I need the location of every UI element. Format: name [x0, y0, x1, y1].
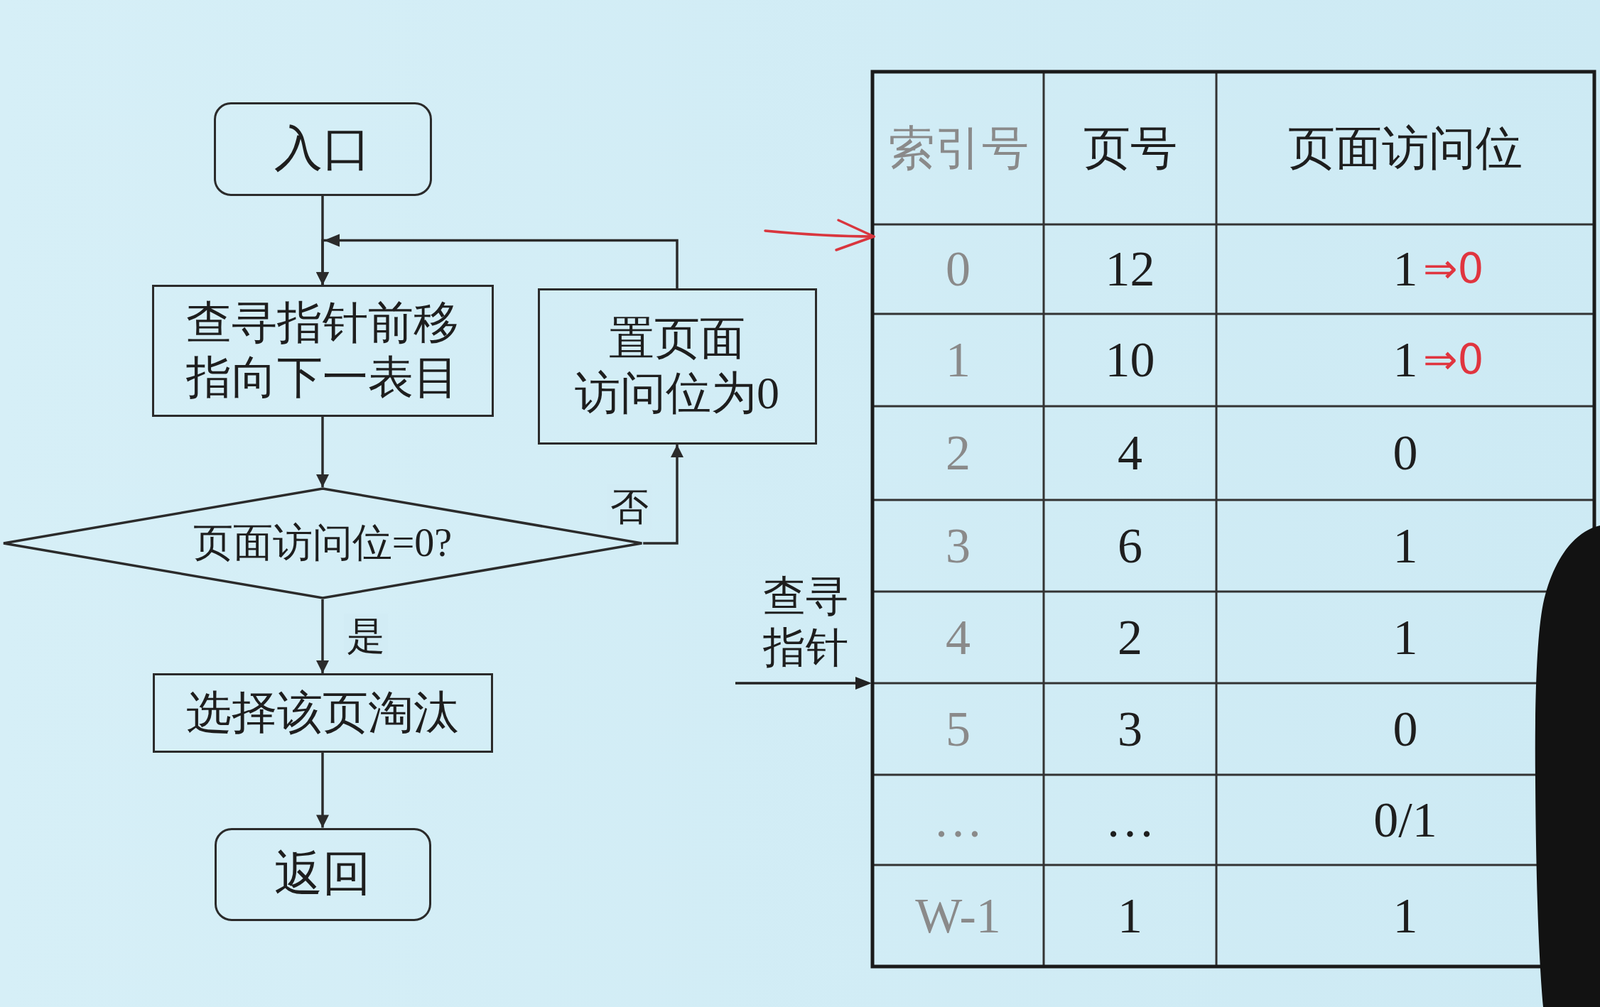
table-grid — [872, 71, 1595, 967]
table-rule — [872, 223, 1595, 226]
process-box: 选择该页淘汰 — [152, 673, 494, 754]
table-cell: 3 — [945, 516, 971, 577]
table-cell: 1 — [1393, 239, 1419, 300]
diamond-outline — [3, 488, 642, 599]
node-text: 查寻指针前移 指向下一表目 — [174, 296, 471, 406]
node-text: 返回 — [274, 845, 371, 904]
table-rule — [872, 405, 1595, 408]
table-cell: 1 — [1117, 886, 1143, 947]
process-box: 查寻指针前移 指向下一表目 — [152, 284, 494, 418]
table-rule — [1042, 71, 1046, 967]
table-cell: … — [1105, 790, 1156, 851]
pointer-label: 查寻 指针 — [756, 571, 855, 674]
table-cell: 4 — [945, 608, 971, 668]
table-rule — [872, 682, 1595, 685]
branch-label: 是 — [343, 613, 388, 661]
table-cell: 0 — [1393, 699, 1419, 760]
pointer-arrowhead — [855, 677, 872, 690]
table-cell: 10 — [1105, 330, 1156, 391]
table-cell: 2 — [1117, 608, 1143, 668]
table-cell: … — [933, 790, 984, 851]
table-cell: 3 — [1117, 699, 1143, 760]
flow-arrow — [321, 599, 324, 674]
node-text: 入口 — [274, 120, 371, 179]
table-cell: 6 — [1117, 516, 1143, 577]
merge-arrowhead — [323, 234, 340, 248]
presenter-silhouette — [1535, 525, 1600, 1007]
table-cell: 1 — [1393, 330, 1419, 391]
start-terminal: 入口 — [213, 102, 432, 197]
flow-arrow — [321, 753, 324, 829]
table-cell: 1 — [1393, 516, 1419, 577]
handwritten-note: ⇒0 — [1423, 244, 1485, 295]
table-rule — [872, 313, 1595, 316]
table-header: 索引号 — [888, 120, 1029, 177]
table-rule — [872, 774, 1595, 777]
table-cell: 0 — [945, 239, 971, 300]
table-rule — [1215, 71, 1218, 967]
table-cell: 4 — [1117, 423, 1143, 484]
node-text: 选择该页淘汰 — [186, 686, 459, 742]
table-cell: 0/1 — [1373, 790, 1437, 851]
table-header: 页面访问位 — [1288, 120, 1523, 177]
table-cell: 1 — [945, 330, 971, 391]
handwritten-arrowhead — [836, 220, 874, 251]
flow-arrow — [321, 417, 324, 488]
table-cell: 0 — [1393, 423, 1419, 484]
pointer-arrow-line — [735, 682, 859, 685]
table-cell: 2 — [945, 423, 971, 484]
table-cell: W-1 — [915, 886, 1002, 947]
flow-arrow — [322, 240, 678, 289]
node-text: 页面访问位=0? — [193, 519, 452, 567]
branch-label: 否 — [607, 484, 652, 531]
end-terminal: 返回 — [214, 828, 432, 922]
decision-diamond: 页面访问位=0? — [2, 487, 643, 600]
table-cell: 12 — [1105, 239, 1156, 300]
table-cell: 1 — [1393, 608, 1419, 668]
table-border — [872, 71, 1595, 967]
table-cell: 1 — [1393, 886, 1419, 947]
table-cell: 5 — [945, 699, 971, 760]
table-rule — [872, 864, 1595, 867]
handwritten-arrow — [765, 230, 874, 237]
table-rule — [872, 591, 1595, 594]
table-header: 页号 — [1083, 120, 1178, 177]
handwritten-note: ⇒0 — [1423, 335, 1485, 386]
process-box: 置页面 访问位为0 — [537, 288, 818, 445]
node-text: 置页面 访问位为0 — [559, 311, 796, 422]
table-rule — [872, 499, 1595, 502]
